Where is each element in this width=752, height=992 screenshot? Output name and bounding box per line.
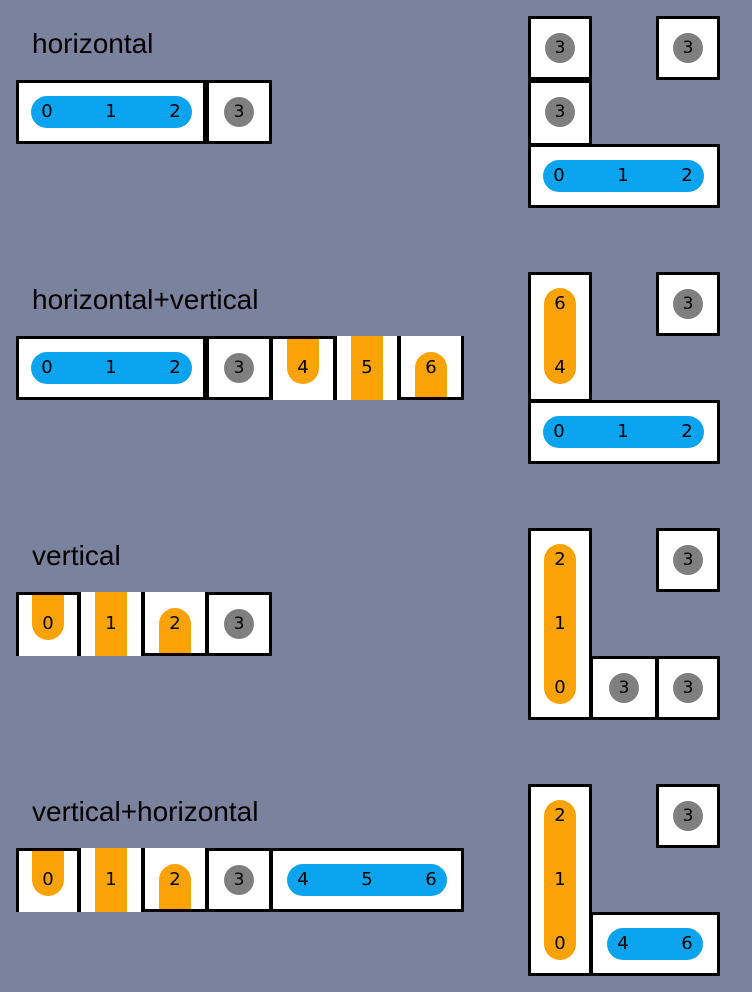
- item-label: 1: [105, 357, 117, 378]
- vertical-run-top: [32, 595, 64, 640]
- item-label: 4: [554, 357, 566, 378]
- item-label: 1: [105, 869, 117, 890]
- single-item: 3: [673, 545, 703, 575]
- vertical-run-bottom: [159, 608, 191, 653]
- item-label: 0: [554, 933, 566, 954]
- item-label: 0: [41, 101, 53, 122]
- section-title-vertical-horizontal: vertical+horizontal: [32, 796, 259, 827]
- horizontal-run: [607, 928, 703, 960]
- single-item: 3: [545, 33, 575, 63]
- item-label: 0: [41, 357, 53, 378]
- vertical-run: [544, 800, 576, 960]
- item-label: 1: [617, 165, 629, 186]
- single-item: 3: [224, 609, 254, 639]
- vertical-run-top: [287, 339, 319, 384]
- horizontal-run: [543, 416, 704, 448]
- item-label: 2: [554, 805, 566, 826]
- vertical-run-middle: [95, 592, 127, 656]
- item-label: 2: [169, 613, 181, 634]
- item-label: 1: [617, 421, 629, 442]
- item-label: 2: [681, 421, 693, 442]
- vertical-run: [544, 544, 576, 704]
- vertical-run-top: [32, 851, 64, 896]
- item-label: 0: [554, 677, 566, 698]
- item-label: 4: [297, 869, 309, 890]
- single-item: 3: [545, 97, 575, 127]
- single-item: 3: [673, 289, 703, 319]
- item-label: 0: [42, 869, 54, 890]
- item-label: 2: [169, 869, 181, 890]
- single-item: 3: [224, 353, 254, 383]
- section-title-horizontal: horizontal: [32, 28, 154, 59]
- item-label: 4: [617, 933, 629, 954]
- item-label: 2: [554, 549, 566, 570]
- horizontal-run: [543, 160, 704, 192]
- single-item: 3: [673, 33, 703, 63]
- horizontal-run: [287, 864, 447, 896]
- section-title-horizontal-vertical: horizontal+vertical: [32, 284, 259, 315]
- item-label: 5: [361, 869, 373, 890]
- vertical-run-bottom: [415, 352, 447, 397]
- single-item: 3: [673, 673, 703, 703]
- single-item: 3: [609, 673, 639, 703]
- item-label: 6: [681, 933, 693, 954]
- horizontal-run: [31, 352, 192, 384]
- item-label: 6: [425, 357, 437, 378]
- item-label: 6: [425, 869, 437, 890]
- single-item: 3: [673, 801, 703, 831]
- item-label: 2: [169, 357, 181, 378]
- item-label: 2: [169, 101, 181, 122]
- horizontal-run: [31, 96, 192, 128]
- item-label: 1: [554, 869, 566, 890]
- row-cell: [206, 592, 272, 656]
- item-label: 5: [361, 357, 373, 378]
- single-item: 3: [224, 865, 254, 895]
- item-label: 0: [42, 613, 54, 634]
- item-label: 2: [681, 165, 693, 186]
- item-label: 1: [105, 613, 117, 634]
- item-label: 4: [297, 357, 309, 378]
- vertical-run-middle: [95, 848, 127, 912]
- item-label: 0: [553, 165, 565, 186]
- vertical-run-middle: [351, 336, 383, 400]
- vertical-run-bottom: [159, 864, 191, 909]
- section-title-vertical: vertical: [32, 540, 121, 571]
- item-label: 1: [105, 101, 117, 122]
- item-label: 0: [553, 421, 565, 442]
- vertical-run: [544, 288, 576, 384]
- item-label: 6: [554, 293, 566, 314]
- item-label: 1: [554, 613, 566, 634]
- single-item: 3: [224, 97, 254, 127]
